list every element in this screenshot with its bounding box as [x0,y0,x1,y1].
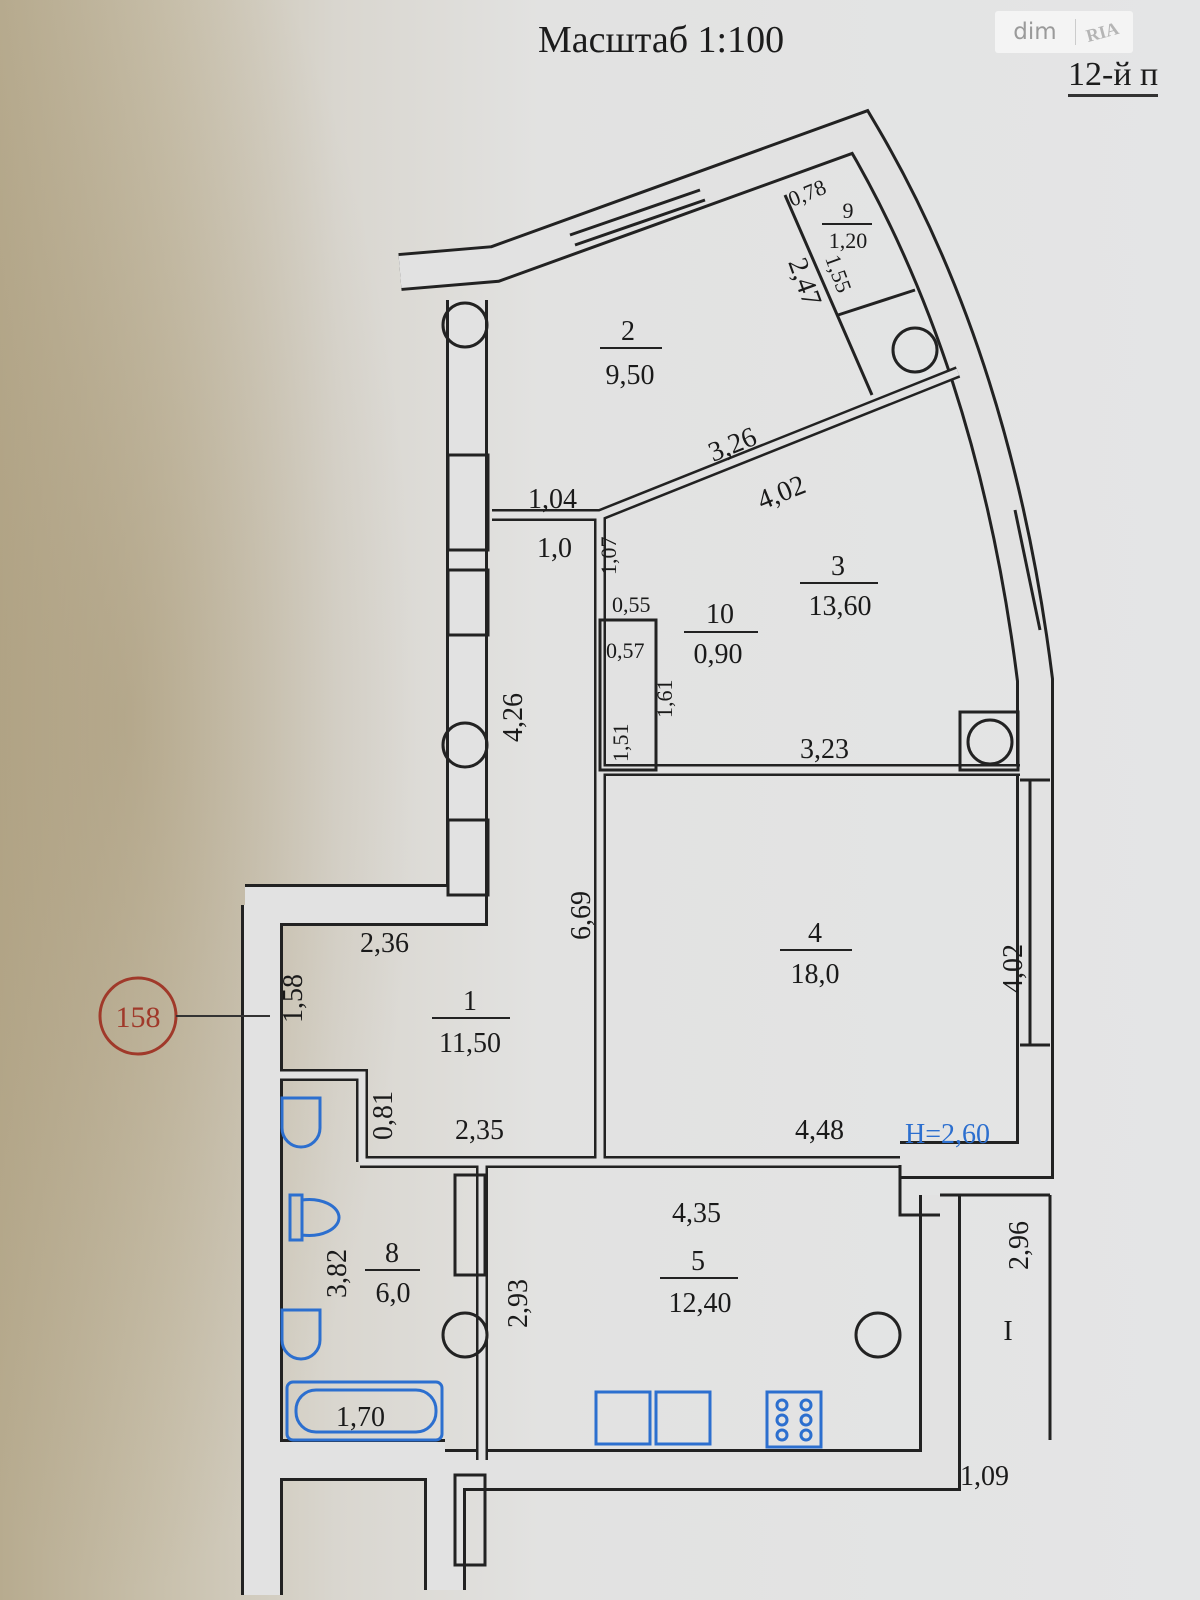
dimension-label: 0,78 [785,174,830,212]
exterior-walls [241,108,1054,1595]
kitchen-sink [654,1390,712,1446]
room-label-text: 12,40 [669,1288,732,1319]
toilet-icon [288,1193,341,1242]
shaft-icon [441,1311,489,1359]
dimension-label: 2,96 [1004,1221,1035,1270]
room-10: 100,90 [684,599,758,670]
shaft-icon [854,1311,902,1359]
room-label-text: 0,90 [694,639,743,670]
photo-shadow [0,0,420,1600]
radiator [446,453,490,552]
dimension-label: 0,55 [612,592,651,617]
dimension-label: 4,02 [753,469,810,516]
room-label-text: 4 [808,918,822,949]
axis-label: 158 [116,1001,161,1034]
dimension-label: 4,48 [795,1115,844,1146]
dimension-label: 3,23 [800,734,849,765]
dimension-label: 1,04 [528,484,577,515]
dimension-label: 1,07 [596,537,621,576]
room-label-text: 8 [385,1238,399,1269]
room-label-text: 9,50 [606,360,655,391]
sink-icon [280,1096,322,1149]
dimension-label: 0,81 [368,1091,399,1140]
dimension-label: 2,36 [360,928,409,959]
room-label-text: 10 [706,599,734,630]
dimension-label: 1,58 [278,974,309,1023]
room-label-text: 9 [843,198,854,223]
sink-icon [280,1308,322,1361]
dimension-label: 2,47 [781,254,827,311]
ceiling-height: H=2,60 [905,1119,990,1150]
room-label-text: 6,0 [376,1278,411,1309]
room-2: 29,50 [600,316,662,391]
room-label-text: 5 [691,1246,705,1277]
dimension-label: 3,26 [704,421,761,468]
radiator [446,568,490,637]
ventilation-shafts [441,301,1020,1567]
dimension-label: 4,35 [672,1198,721,1229]
dimension-label: 4,26 [498,693,529,742]
dimension-label: 4,02 [998,944,1029,993]
shaft-box [958,710,1020,772]
dimension-label: 2,35 [455,1115,504,1146]
dimension-label: 1,70 [336,1402,385,1433]
dimria-watermark: dim RIA [995,11,1133,53]
dimension-label: 1,0 [537,533,572,564]
radiator [453,1473,487,1567]
room-4: 418,0 [780,918,852,990]
scale-title: Масштаб 1:100 [538,19,785,61]
radiator [446,818,490,897]
fixtures [280,1096,823,1449]
dimension-label: 3,82 [322,1249,353,1298]
shaft-icon [441,301,489,349]
room-label-text: 13,60 [809,591,872,622]
radiator [453,1173,487,1277]
balcony-I: I [1003,1316,1012,1347]
watermark-dim: dim [995,19,1076,45]
bathtub-icon [285,1380,444,1442]
shaft-icon [891,326,939,374]
room-label-text: 1 [463,986,477,1017]
stove-icon [765,1390,823,1449]
dimension-label: 2,93 [503,1279,534,1328]
interior-walls [280,188,1052,1460]
room-label-text: 1,20 [829,228,868,253]
dimension-label: 6,69 [566,891,597,940]
closet-10 [598,618,658,772]
floor-label: 12-й п [1068,56,1159,97]
room-label-text: 3 [831,551,845,582]
room-label-text: 11,50 [439,1028,501,1059]
dimension-label: 1,51 [608,724,633,763]
shaft-icon [966,718,1014,766]
room-label-text: I [1003,1316,1012,1347]
room-9: 91,20 [822,198,872,253]
shaft-icon [441,721,489,769]
dimension-label: 1,61 [652,680,677,719]
room-3: 313,60 [800,551,878,622]
dimension-label: 0,57 [606,638,645,663]
room-5: 512,40 [660,1246,738,1319]
kitchen-cabinet [594,1390,652,1446]
room-8: 86,0 [365,1238,420,1309]
room-labels: 111,50 29,50 313,60 418,0 512,40 86,0 91… [365,198,1013,1347]
room-label-text: 18,0 [791,959,840,990]
room-label-text: 2 [621,316,635,347]
dimension-label: 1,09 [960,1461,1009,1492]
room-1: 111,50 [432,986,510,1059]
bathtub-inner [294,1388,438,1434]
axis-marker: 158 [98,976,270,1056]
